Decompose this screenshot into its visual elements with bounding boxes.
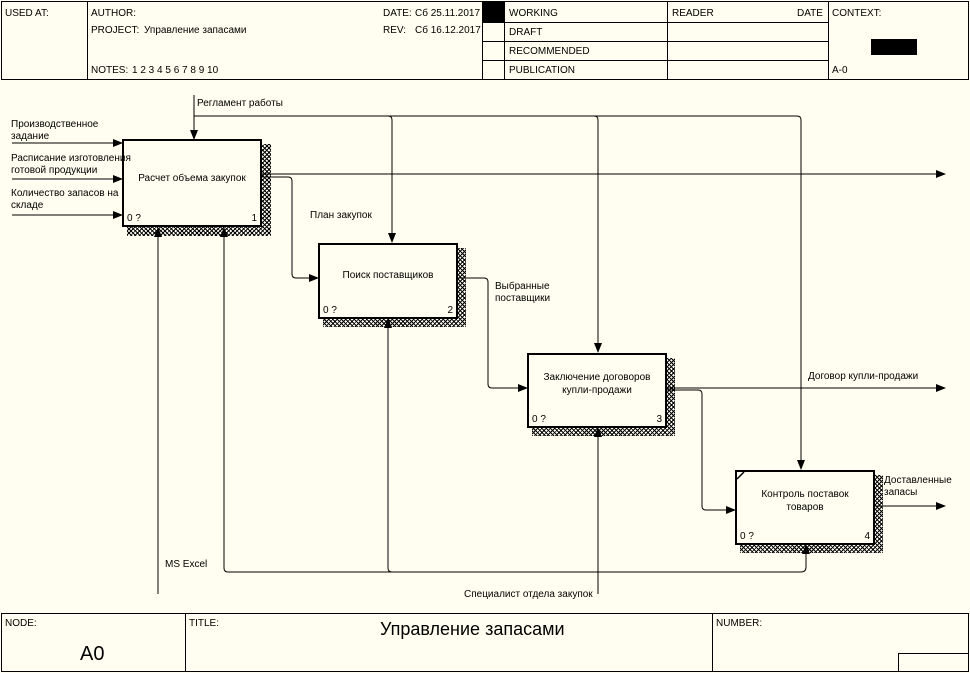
header-divider xyxy=(482,1,483,80)
footer-corner-cell xyxy=(898,653,969,672)
activity-cost: 0 ? xyxy=(323,305,337,316)
rev-label: REV: xyxy=(383,25,406,36)
arrow-specialist-b1 xyxy=(220,227,229,573)
activity-cost: 0 ? xyxy=(532,414,546,425)
activity-cost: 0 ? xyxy=(127,213,141,224)
activity-title: Контроль поставок товаров xyxy=(761,489,849,513)
label-plan: План закупок xyxy=(310,210,372,221)
activity-box-2[interactable]: Поиск поставщиков 0 ? 2 xyxy=(318,243,458,319)
header-divider xyxy=(87,1,88,80)
author-label: AUTHOR: xyxy=(91,8,136,19)
status-draft: DRAFT xyxy=(509,27,543,38)
header-frame xyxy=(1,1,969,80)
date-label: DATE: xyxy=(383,8,412,19)
label-reglament: Регламент работы xyxy=(197,98,283,109)
date-value: Сб 25.11.2017 xyxy=(415,8,481,19)
number-label: NUMBER: xyxy=(716,618,763,629)
project-label: PROJECT: xyxy=(91,25,140,36)
activity-number: 2 xyxy=(447,305,453,316)
rev-value: Сб 16.12.2017 xyxy=(415,25,481,36)
footer-divider xyxy=(712,613,713,672)
context-marker xyxy=(871,39,917,55)
label-selected: Выбранные поставщики xyxy=(495,281,551,304)
label-prod-task: Производственное задание xyxy=(11,119,99,142)
activity-cost: 0 ? xyxy=(740,531,754,542)
activity-box-1[interactable]: Расчет объема закупок 0 ? 1 xyxy=(122,139,262,227)
label-schedule: Расписание изготовления готовой продукци… xyxy=(11,153,131,176)
header-divider xyxy=(504,1,505,80)
activity-title: Поиск поставщиков xyxy=(342,270,434,281)
activity-number: 4 xyxy=(864,531,870,542)
notes-value: 1 2 3 4 5 6 7 8 9 10 xyxy=(132,65,219,76)
status-divider xyxy=(482,22,828,23)
arrow-specialist-bus xyxy=(228,544,810,573)
activity-title: Заключение договоров купли-продажи xyxy=(543,372,651,396)
header-divider xyxy=(667,1,668,80)
arrow-contract-to-4 xyxy=(666,389,736,514)
activity-number: 1 xyxy=(251,213,257,224)
arrow-plan xyxy=(262,176,319,282)
page-title: Управление запасами xyxy=(380,619,565,639)
status-divider xyxy=(482,60,828,61)
label-specialist: Специалист отдела закупок xyxy=(464,589,593,600)
activity-box-3[interactable]: Заключение договоров купли-продажи 0 ? 3 xyxy=(527,353,667,428)
footer-divider xyxy=(185,613,186,672)
project-value: Управление запасами xyxy=(144,25,247,36)
arrow-reglament-b2 xyxy=(387,115,396,243)
status-recommended: RECOMMENDED xyxy=(509,46,590,57)
used-at-label: USED AT: xyxy=(5,8,49,19)
activity-box-4[interactable]: Контроль поставок товаров 0 ? 4 xyxy=(735,470,875,545)
label-contract: Договор купли-продажи xyxy=(808,371,919,382)
status-publication: PUBLICATION xyxy=(509,65,575,76)
reader-label: READER xyxy=(672,8,714,19)
node-label: NODE: xyxy=(5,618,37,629)
activity-title: Расчет объема закупок xyxy=(138,173,246,184)
arrow-specialist-b2 xyxy=(384,318,393,573)
context-label: CONTEXT: xyxy=(832,8,882,19)
node-value: A0 xyxy=(80,643,105,665)
reader-date-label: DATE xyxy=(797,8,823,19)
working-marker xyxy=(483,2,504,22)
label-ms-excel: MS Excel xyxy=(165,559,208,570)
header-divider xyxy=(828,1,829,80)
status-divider xyxy=(482,41,828,42)
arrow-selected xyxy=(457,277,528,392)
title-label: TITLE: xyxy=(189,618,220,629)
corner-mark-icon xyxy=(737,472,745,480)
label-delivered: Доставленные запасы xyxy=(884,475,952,498)
arrow-reglament-b3 xyxy=(593,115,602,353)
footer-frame xyxy=(1,613,969,672)
activity-number: 3 xyxy=(656,414,662,425)
context-node: A-0 xyxy=(832,65,848,76)
arrow-reglament-branch xyxy=(194,115,805,470)
notes-label: NOTES: xyxy=(91,65,129,76)
label-stock: Количество запасов на складе xyxy=(11,188,119,211)
status-working: WORKING xyxy=(509,8,558,19)
